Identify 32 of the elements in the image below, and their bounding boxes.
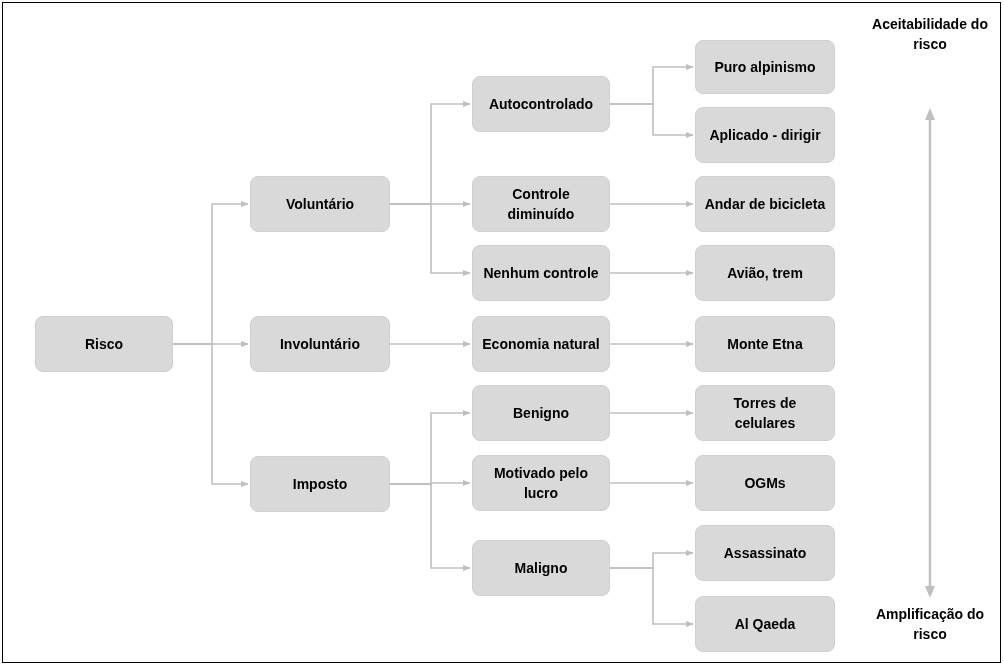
category-box: Monte Etna <box>695 316 835 372</box>
category-box: Nenhum controle <box>472 245 610 301</box>
category-box: Benigno <box>472 385 610 441</box>
category-box: Motivado pelo lucro <box>472 455 610 511</box>
category-box: OGMs <box>695 455 835 511</box>
category-box: Imposto <box>250 456 390 512</box>
category-box: Economia natural <box>472 316 610 372</box>
category-box: Voluntário <box>250 176 390 232</box>
category-box: Avião, trem <box>695 245 835 301</box>
category-box: Controle diminuído <box>472 176 610 232</box>
connector-arrow <box>609 103 694 139</box>
axis-label: Amplificação do risco <box>874 605 986 644</box>
axis-label: Aceitabilidade do risco <box>871 15 989 54</box>
connector-arrow <box>609 479 694 487</box>
connector-arrow <box>389 340 471 348</box>
connector-arrow <box>609 269 694 277</box>
connector-arrow <box>609 200 694 208</box>
connector-arrow <box>389 203 471 277</box>
connector-arrow <box>609 409 694 417</box>
category-box: Assassinato <box>695 525 835 581</box>
connector-arrow <box>172 343 249 488</box>
connector-arrow <box>609 567 694 628</box>
category-box: Puro alpinismo <box>695 40 835 94</box>
category-box: Aplicado - dirigir <box>695 107 835 163</box>
category-box: Al Qaeda <box>695 596 835 652</box>
connector-arrow <box>609 340 694 348</box>
category-box: Risco <box>35 316 173 372</box>
category-box: Involuntário <box>250 316 390 372</box>
category-box: Andar de bicicleta <box>695 176 835 232</box>
category-box: Torres de celulares <box>695 385 835 441</box>
category-box: Autocontrolado <box>472 76 610 132</box>
category-box: Maligno <box>472 540 610 596</box>
